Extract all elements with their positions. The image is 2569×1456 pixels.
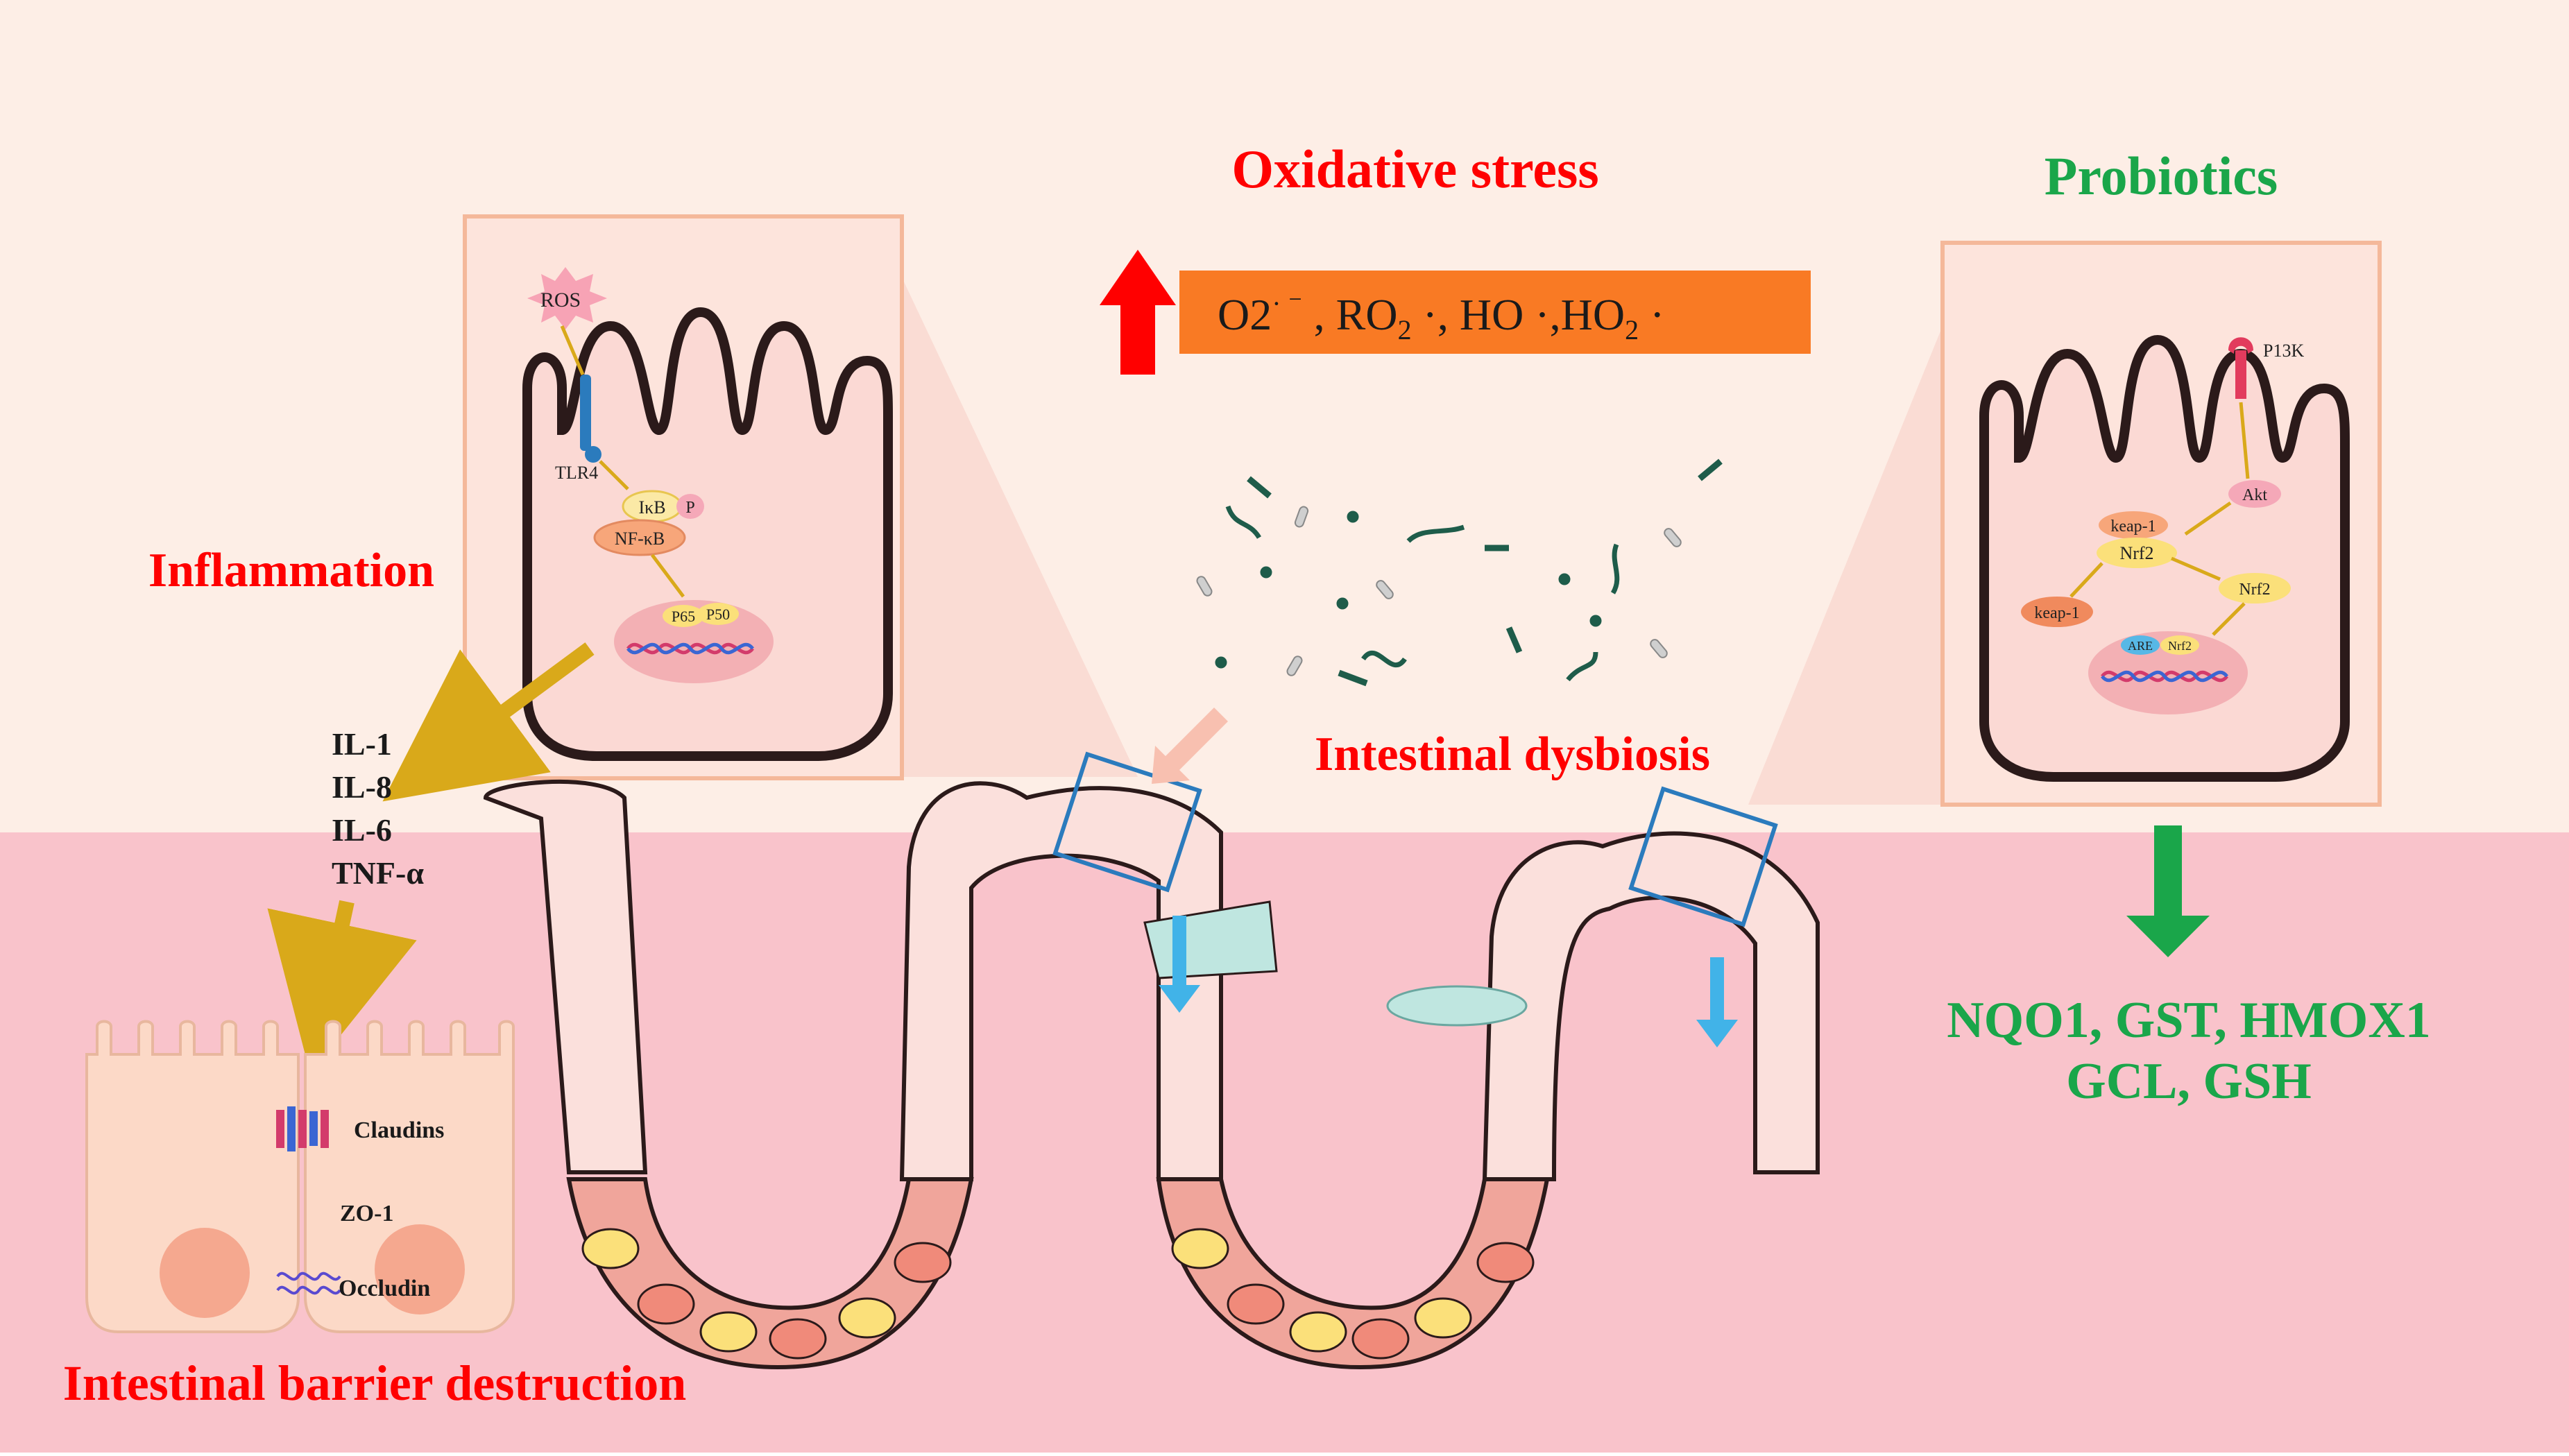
keap1-top-bubble (2099, 511, 2168, 539)
bacterium-rod (1361, 651, 1407, 667)
keap1-left-bubble (2021, 597, 2093, 627)
outputs-line2: GCL, GSH (2066, 1053, 2312, 1110)
ro2-sub: 2 (1398, 314, 1412, 345)
bacterium-rod (1338, 669, 1368, 687)
akt-label: Akt (2242, 486, 2267, 504)
barrier-cells: Claudins ZO-1 Occludin (85, 1020, 515, 1333)
nrf2-top-bubble (2097, 538, 2177, 568)
nfkb-bubble (593, 519, 686, 556)
ro2-dot: · (1412, 290, 1437, 339)
title-intestinal-dysbiosis: Intestinal dysbiosis (1315, 728, 1710, 781)
nrf2-top-label: Nrf2 (2119, 543, 2153, 563)
arrow-to-cytokines (382, 642, 595, 802)
ho-label: HO · (1460, 290, 1550, 339)
cytokine-list: IL-1 IL-8 IL-6 TNF-α (332, 726, 424, 891)
bacterium-rod (1698, 459, 1723, 481)
ho2-dot: · (1639, 290, 1664, 339)
tlr4-label: TLR4 (555, 463, 598, 483)
occludin-icon (276, 1271, 341, 1295)
green-down-arrow (2126, 825, 2210, 957)
ros-banner-text: O2· ⁻ , RO2 ·, HO ·,HO2 · (1218, 288, 1664, 345)
nrf2-small-bubble (2160, 635, 2199, 655)
ros-label: ROS (540, 289, 581, 311)
outputs-line1: NQO1, GST, HMOX1 (1947, 992, 2431, 1049)
title-oxidative-stress: Oxidative stress (1231, 139, 1598, 199)
title-probiotics: Probiotics (2045, 146, 2278, 206)
pink-arrow (1152, 708, 1228, 784)
title-inflammation: Inflammation (148, 544, 434, 597)
cytokine-2: IL-8 (332, 769, 392, 805)
cytokine-1: IL-1 (332, 726, 392, 762)
claudins-label: Claudins (354, 1117, 444, 1143)
bacterium-rod (1566, 651, 1598, 682)
increase-arrow-red (1100, 250, 1176, 375)
bacterium-dot (1589, 615, 1602, 627)
shed-cell-right (1386, 985, 1528, 1027)
nrf2-right-label: Nrf2 (2239, 581, 2270, 599)
ikb-label: IκB (638, 497, 665, 517)
ho2-sub: 2 (1625, 314, 1639, 345)
probiotic-inset: P13K Akt keap-1 Nrf2 keap-1 Nrf2 ARE Nrf… (1940, 241, 2382, 807)
cytokine-4: TNF-α (332, 855, 424, 891)
ros-sep1: , (1303, 290, 1336, 339)
p13k-label: P13K (2263, 341, 2304, 361)
tlr4-receptor-icon (580, 375, 591, 451)
claudins-icon (276, 1106, 329, 1151)
bacterium-dot (1347, 511, 1359, 523)
cytokine-3: IL-6 (332, 812, 392, 848)
are-label: ARE (2128, 639, 2153, 653)
p65-label: P65 (672, 608, 695, 625)
villus-left (483, 779, 648, 1174)
are-bubble (2121, 635, 2160, 655)
nfkb-label: NF-κB (615, 529, 665, 549)
blue-arrow-left (1159, 916, 1200, 1013)
barrier-nucleus-right (375, 1224, 465, 1314)
zo1-label: ZO-1 (340, 1201, 393, 1226)
ro2-label: RO (1336, 290, 1398, 339)
ros-burst-icon (527, 267, 607, 329)
keap1-top-label: keap-1 (2110, 517, 2156, 536)
bacteria-cluster (1215, 459, 1723, 687)
zoom-box-left (1052, 751, 1202, 893)
bacterium-dot (1260, 566, 1272, 579)
zoom-box-right (1628, 786, 1778, 927)
akt-bubble (2228, 480, 2281, 508)
p50-label: P50 (706, 606, 730, 623)
p-label: P (685, 499, 694, 517)
bacterium-rod (1505, 626, 1523, 653)
bacterium-dot (1215, 656, 1227, 669)
nrf2-right-bubble (2219, 573, 2291, 603)
bacterium-rod (1225, 505, 1261, 539)
ho2-label: HO (1561, 290, 1625, 339)
barrier-nucleus-left (160, 1228, 250, 1318)
bacterium-rod (1610, 543, 1620, 594)
bacterium-rod (1406, 524, 1465, 543)
p13k-receptor-icon (2228, 337, 2253, 354)
ros-sep2: , (1437, 290, 1460, 339)
inflammation-inset: ROS TLR4 IκB P NF-κB P65 P50 (463, 214, 904, 780)
ros-banner (1179, 271, 1811, 354)
o2-sup: · ⁻ (1272, 288, 1302, 319)
title-barrier-destruction: Intestinal barrier destruction (63, 1355, 687, 1411)
zoom-cone-right (1748, 326, 1943, 805)
o2-label: O2 (1218, 290, 1272, 339)
ros-sep3: , (1550, 290, 1561, 339)
keap1-left-label: keap-1 (2034, 604, 2079, 622)
phospho-bubble (676, 494, 704, 519)
blue-arrow-right (1696, 957, 1738, 1047)
nrf2-small-label: Nrf2 (2168, 639, 2192, 653)
bacterium-dot (1336, 597, 1349, 610)
bacterium-rod (1247, 476, 1272, 499)
bacterium-dot (1558, 573, 1571, 585)
occludin-label: Occludin (339, 1276, 430, 1301)
crypt-cells (581, 1228, 1535, 1360)
zoom-cone-left (902, 277, 1138, 777)
arrow-to-barrier (267, 900, 417, 1074)
bacteria-capsules (1196, 506, 1682, 676)
